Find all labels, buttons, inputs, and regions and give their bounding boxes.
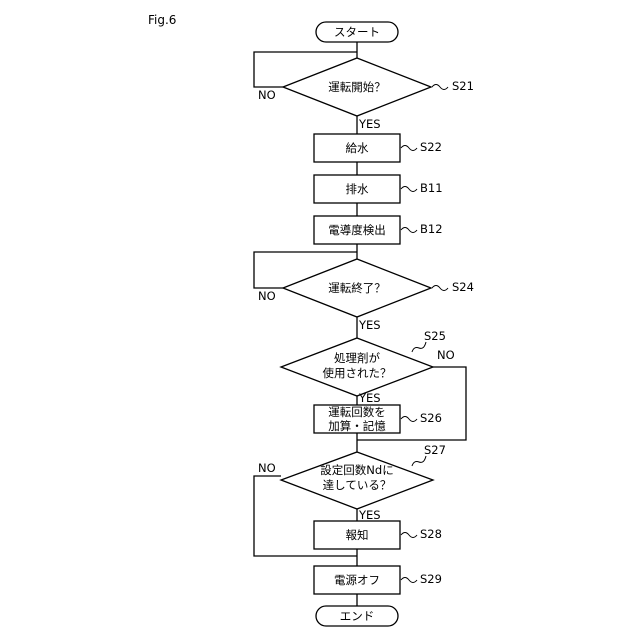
decision-s25: 処理剤が 使用された？ <box>281 338 433 396</box>
decision-s21: 運転開始？ <box>283 58 431 116</box>
s29-id: S29 <box>420 572 442 586</box>
svg-text:報知: 報知 <box>346 528 369 542</box>
s21-yes-label: YES <box>358 117 381 131</box>
svg-text:電源オフ: 電源オフ <box>334 573 380 587</box>
s27-yes-label: YES <box>358 508 381 522</box>
s27-no-label: NO <box>258 461 276 475</box>
svg-text:運転終了？: 運転終了？ <box>328 281 386 295</box>
svg-text:排水: 排水 <box>346 182 369 196</box>
b11-id: B11 <box>420 181 443 195</box>
decision-s24: 運転終了？ <box>283 259 431 317</box>
process-s26: 運転回数を 加算・記憶 <box>314 405 400 433</box>
process-s22: 給水 <box>314 134 400 162</box>
decision-s27: 設定回数Ndに 達している？ <box>281 452 433 509</box>
svg-text:運転開始？: 運転開始？ <box>328 80 386 94</box>
svg-text:達している？: 達している？ <box>323 478 392 492</box>
b12-id: B12 <box>420 222 443 236</box>
s27-id: S27 <box>424 443 446 457</box>
s25-leader <box>412 342 426 352</box>
svg-text:電導度検出: 電導度検出 <box>328 223 386 237</box>
s26-leader <box>401 417 417 422</box>
process-b12: 電導度検出 <box>314 216 400 244</box>
s24-leader <box>432 286 448 291</box>
s28-leader <box>401 533 417 538</box>
b12-leader <box>401 228 417 233</box>
s24-yes-label: YES <box>358 318 381 332</box>
process-s28: 報知 <box>314 521 400 549</box>
figure-label: Fig.6 <box>148 13 176 27</box>
end-terminal: エンド <box>316 606 398 626</box>
svg-text:給水: 給水 <box>346 141 369 155</box>
s22-leader <box>401 146 417 151</box>
svg-text:スタート: スタート <box>334 25 380 39</box>
s25-yes-label: YES <box>358 391 381 405</box>
s22-id: S22 <box>420 140 442 154</box>
s29-leader <box>401 578 417 583</box>
s27-leader <box>412 456 426 466</box>
svg-text:加算・記憶: 加算・記憶 <box>328 419 386 433</box>
s21-id: S21 <box>452 79 474 93</box>
start-terminal: スタート <box>316 22 398 42</box>
s21-leader <box>432 85 448 90</box>
s26-id: S26 <box>420 411 442 425</box>
process-s29: 電源オフ <box>314 566 400 594</box>
process-b11: 排水 <box>314 175 400 203</box>
svg-text:使用された？: 使用された？ <box>323 366 392 380</box>
s28-id: S28 <box>420 527 442 541</box>
s24-no-label: NO <box>258 289 276 303</box>
s25-id: S25 <box>424 329 446 343</box>
svg-text:エンド: エンド <box>340 609 375 623</box>
svg-text:運転回数を: 運転回数を <box>328 405 386 419</box>
s21-no-label: NO <box>258 88 276 102</box>
s24-id: S24 <box>452 280 474 294</box>
svg-text:設定回数Ndに: 設定回数Ndに <box>320 463 393 477</box>
s25-no-label: NO <box>437 348 455 362</box>
svg-text:処理剤が: 処理剤が <box>334 351 380 365</box>
b11-leader <box>401 187 417 192</box>
